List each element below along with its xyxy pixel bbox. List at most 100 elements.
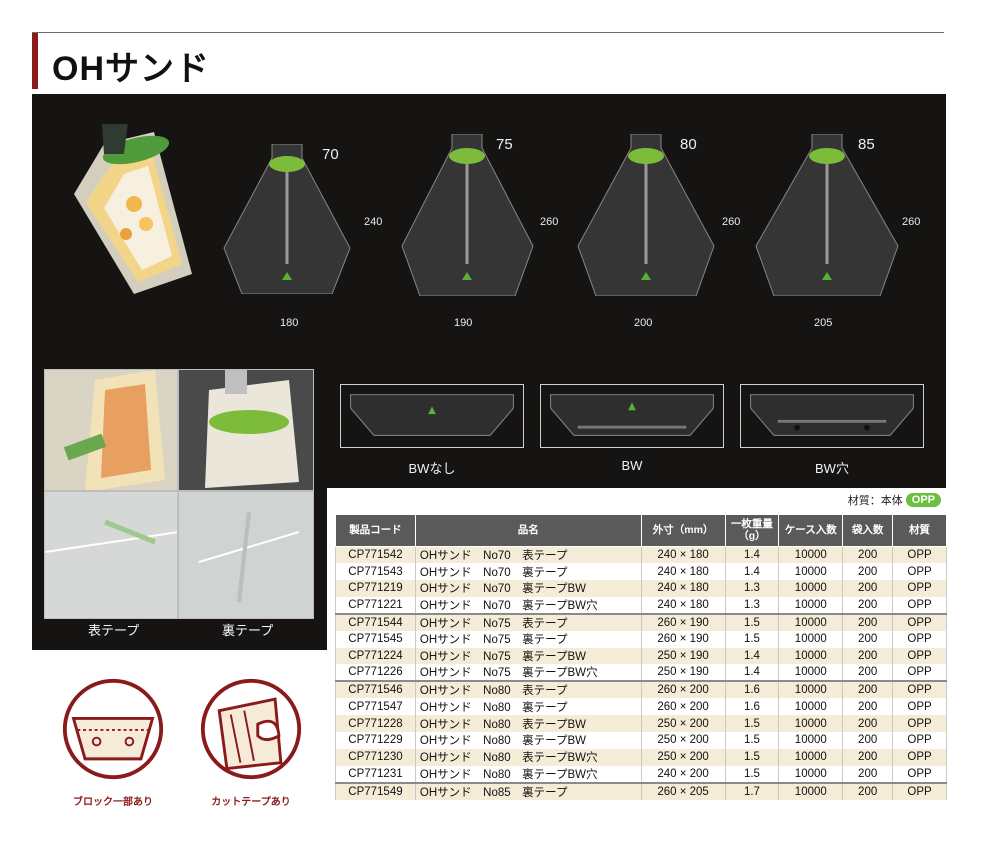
bw-option-bw — [540, 384, 724, 448]
cell-weight: 1.4 — [724, 563, 780, 581]
caption-front-tape: 表テープ — [88, 623, 140, 638]
cell-material: OPP — [892, 630, 947, 648]
header-material: 材質 — [892, 514, 947, 547]
cell-code: CP771229 — [335, 732, 416, 749]
caption-back-tape: 裏テープ — [222, 623, 274, 638]
bag-size-label-80: 80 — [680, 136, 697, 153]
cell-case-qty: 10000 — [778, 647, 844, 665]
cell-code: CP771224 — [335, 647, 416, 665]
cell-weight: 1.5 — [724, 748, 780, 766]
bag-width-label-85: 205 — [814, 317, 833, 329]
cell-material: OPP — [892, 715, 947, 733]
sandwich-photo — [64, 122, 194, 294]
cell-case-qty: 10000 — [778, 680, 844, 699]
bag-height-label-80: 260 — [722, 216, 741, 228]
cell-weight: 1.4 — [724, 647, 780, 665]
cell-case-qty: 10000 — [778, 664, 844, 682]
cell-bag-qty: 200 — [842, 748, 894, 766]
bag-width-label-75: 190 — [454, 317, 473, 329]
cell-case-qty: 10000 — [778, 732, 844, 749]
cell-material: OPP — [892, 680, 947, 699]
table-header-row: 製品コード 品名 外寸（mm） 一枚重量 （g） ケース入数 袋入数 材質 — [335, 514, 947, 547]
cut-tape-icon — [200, 678, 302, 780]
cell-name: OHサンド No70 表テープ — [414, 546, 642, 564]
cell-case-qty: 10000 — [778, 765, 844, 783]
cell-weight: 1.5 — [724, 732, 780, 749]
bw-caption-bw: BW — [621, 458, 643, 473]
bag-size-label-85: 85 — [858, 136, 875, 153]
photo-back-tape — [178, 491, 314, 619]
cell-dimensions: 260 × 200 — [640, 698, 726, 716]
cell-name: OHサンド No70 裏テープ — [414, 563, 642, 581]
cell-name: OHサンド No75 裏テープBW穴 — [414, 664, 642, 682]
bw-option-none — [340, 384, 524, 448]
cell-dimensions: 260 × 190 — [640, 612, 726, 631]
cell-code: CP771221 — [335, 596, 416, 614]
material-badge: OPP — [905, 493, 941, 507]
cell-name: OHサンド No80 表テープBW穴 — [414, 748, 642, 766]
cell-name: OHサンド No80 裏テープBW穴 — [414, 765, 642, 783]
cell-bag-qty: 200 — [842, 680, 894, 699]
cell-name: OHサンド No80 裏テープBW — [414, 732, 642, 749]
cell-case-qty: 10000 — [778, 596, 844, 614]
cell-case-qty: 10000 — [778, 781, 844, 800]
cell-bag-qty: 200 — [842, 612, 894, 631]
cell-name: OHサンド No75 裏テープ — [414, 630, 642, 648]
cell-bag-qty: 200 — [842, 698, 894, 716]
cell-dimensions: 260 × 200 — [640, 680, 726, 699]
header-weight: 一枚重量 （g） — [724, 514, 780, 547]
cell-dimensions: 250 × 200 — [640, 715, 726, 733]
cell-dimensions: 240 × 180 — [640, 546, 726, 564]
cell-code: CP771542 — [335, 546, 416, 564]
cell-bag-qty: 200 — [842, 647, 894, 665]
cell-weight: 1.5 — [724, 765, 780, 783]
bag-diagram-70 — [222, 143, 352, 295]
bw-caption-none: BWなし — [408, 461, 456, 476]
cell-bag-qty: 200 — [842, 596, 894, 614]
cell-material: OPP — [892, 732, 947, 749]
cell-weight: 1.5 — [724, 715, 780, 733]
cell-weight: 1.6 — [724, 680, 780, 699]
cell-material: OPP — [892, 596, 947, 614]
cell-code: CP771230 — [335, 748, 416, 766]
feature-block-cut-tape: カットテープあり — [196, 676, 306, 808]
bag-diagram-75 — [400, 133, 535, 297]
cell-material: OPP — [892, 781, 947, 800]
cell-dimensions: 250 × 190 — [640, 647, 726, 665]
product-panel: 70 240 180 75 260 190 80 260 200 85 — [32, 94, 946, 650]
cell-name: OHサンド No75 表テープ — [414, 612, 642, 631]
cell-weight: 1.3 — [724, 596, 780, 614]
cell-weight: 1.4 — [724, 664, 780, 682]
bag-height-label-85: 260 — [902, 216, 921, 228]
title-accent-bar — [32, 33, 38, 89]
block-partial-icon — [62, 678, 164, 780]
cell-bag-qty: 200 — [842, 732, 894, 749]
cell-dimensions: 260 × 190 — [640, 630, 726, 648]
spec-table: 製品コード 品名 外寸（mm） 一枚重量 （g） ケース入数 袋入数 材質 CP… — [335, 514, 947, 800]
header-code: 製品コード — [335, 514, 416, 547]
cell-bag-qty: 200 — [842, 580, 894, 597]
cell-code: CP771219 — [335, 580, 416, 597]
tape-photo-grid — [44, 369, 314, 619]
cell-bag-qty: 200 — [842, 563, 894, 581]
bw-option-hole — [740, 384, 924, 448]
cell-name: OHサンド No80 裏テープ — [414, 698, 642, 716]
bag-width-label-80: 200 — [634, 317, 653, 329]
bag-diagram-85 — [754, 133, 900, 297]
cell-case-qty: 10000 — [778, 612, 844, 631]
bw-caption-hole: BW穴 — [815, 461, 849, 476]
cell-code: CP771231 — [335, 765, 416, 783]
cell-dimensions: 240 × 200 — [640, 765, 726, 783]
cell-code: CP771549 — [335, 781, 416, 800]
photo-front-tape — [44, 491, 178, 619]
cell-case-qty: 10000 — [778, 580, 844, 597]
